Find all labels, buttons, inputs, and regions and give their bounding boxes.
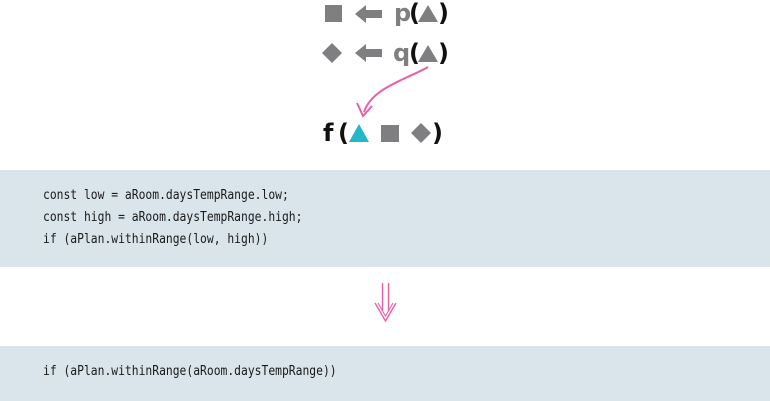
open-paren: ( — [409, 0, 420, 27]
function-name-f: f — [323, 119, 334, 147]
code-after-block: if (aPlan.withinRange(aRoom.daysTempRang… — [0, 346, 770, 401]
triangle-highlight-icon — [349, 124, 369, 142]
left-arrow-icon — [355, 5, 382, 23]
code-line: if (aPlan.withinRange(aRoom.daysTempRang… — [43, 364, 337, 379]
code-line: const high = aRoom.daysTempRange.high; — [43, 210, 303, 225]
close-paren: ) — [432, 119, 443, 147]
function-name-q: q — [393, 39, 411, 67]
code-before-block: const low = aRoom.daysTempRange.low; con… — [0, 170, 770, 267]
triangle-icon — [418, 45, 438, 62]
row-p: p ( ) — [0, 0, 770, 27]
diamond-icon — [411, 123, 431, 143]
left-arrow-icon — [355, 44, 382, 62]
close-paren: ) — [438, 39, 449, 67]
double-line-down-arrow-icon — [374, 283, 397, 323]
square-icon — [381, 125, 399, 142]
diamond-icon — [322, 43, 342, 63]
open-paren: ( — [338, 119, 349, 147]
row-f: f ( ) — [0, 121, 770, 145]
curved-arrow-icon — [356, 66, 429, 118]
triangle-icon — [418, 5, 438, 22]
row-q: q ( ) — [0, 41, 770, 65]
function-name-p: p — [394, 0, 412, 27]
code-line: const low = aRoom.daysTempRange.low; — [43, 188, 289, 203]
open-paren: ( — [409, 39, 420, 67]
square-icon — [325, 5, 342, 22]
code-line: if (aPlan.withinRange(low, high)) — [43, 232, 269, 247]
close-paren: ) — [438, 0, 449, 27]
